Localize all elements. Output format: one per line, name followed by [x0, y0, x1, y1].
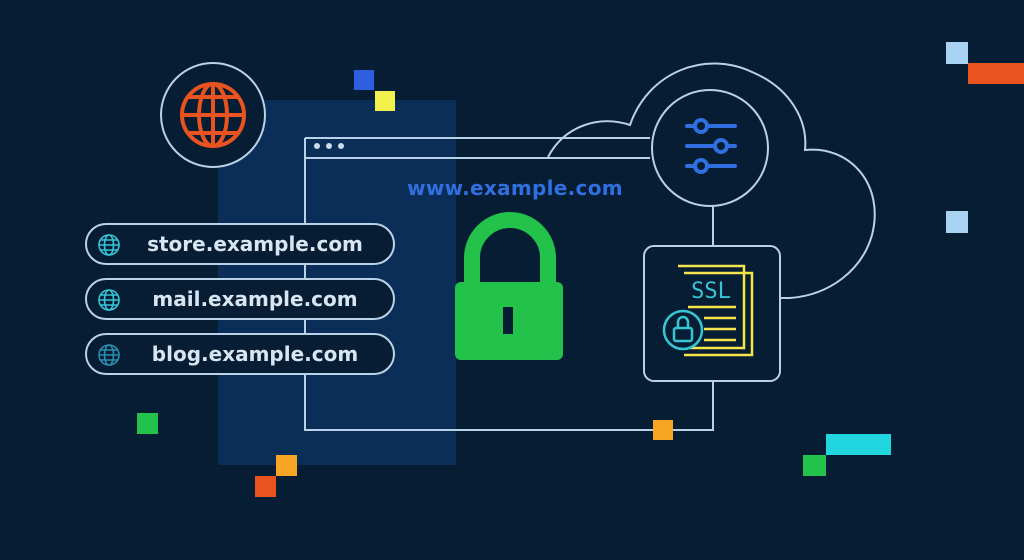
padlock-icon	[455, 212, 563, 360]
sliders-icon	[685, 118, 737, 174]
decor-square	[826, 434, 891, 455]
subdomain-label: blog.example.com	[151, 342, 359, 366]
globe-icon	[180, 82, 246, 148]
decor-square	[653, 420, 673, 440]
subdomain-pill-mail: mail.example.com	[85, 278, 395, 320]
decor-square	[276, 455, 297, 476]
window-dot	[314, 143, 320, 149]
address-bar-url: www.example.com	[407, 176, 623, 200]
decor-square	[137, 413, 158, 434]
decor-square	[946, 42, 968, 64]
globe-icon	[98, 234, 120, 256]
subdomain-label: store.example.com	[147, 232, 363, 256]
cloud-icon	[547, 62, 876, 299]
window-controls	[314, 143, 348, 151]
subdomain-label: mail.example.com	[152, 287, 358, 311]
decor-square	[946, 211, 968, 233]
window-dot	[326, 143, 332, 149]
subdomain-pill-blog: blog.example.com	[85, 333, 395, 375]
decor-square	[255, 476, 276, 497]
decor-square	[354, 70, 374, 90]
subdomain-pill-store: store.example.com	[85, 223, 395, 265]
globe-icon	[98, 289, 120, 311]
globe-icon	[98, 344, 120, 366]
decor-square	[803, 455, 826, 476]
decor-square	[375, 91, 395, 111]
certificate-icon	[662, 264, 754, 357]
window-dot	[338, 143, 344, 149]
decor-square	[968, 63, 1024, 84]
certificate-label: SSL	[691, 279, 731, 304]
